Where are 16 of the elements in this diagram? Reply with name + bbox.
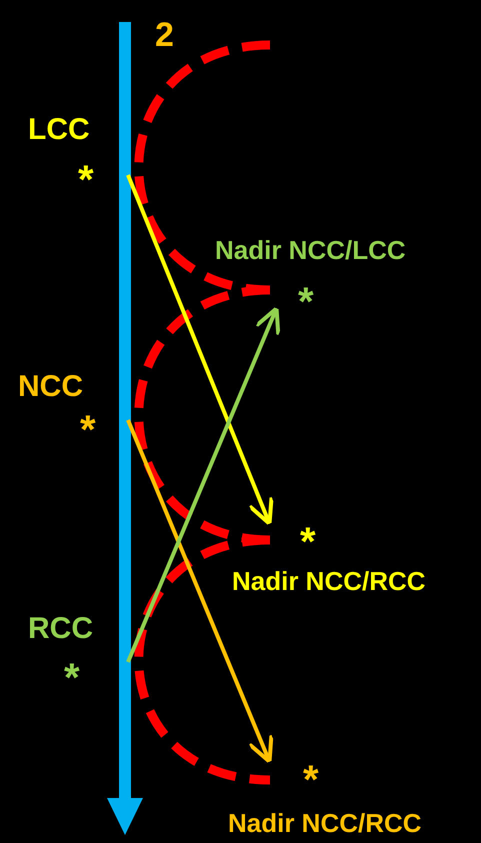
cusp-label: RCC: [28, 614, 93, 644]
arrow: [126, 174, 274, 526]
asterisk-mark: *: [64, 658, 80, 698]
asterisk-mark: *: [298, 282, 314, 322]
nadir-label: Nadir NCC/LCC: [215, 237, 406, 263]
asterisk-mark: *: [80, 410, 96, 450]
arrow: [126, 419, 274, 764]
asterisk-mark: *: [303, 760, 319, 800]
figure-number: 2: [155, 18, 174, 52]
asterisk-mark: *: [300, 522, 316, 562]
cusp-label: LCC: [28, 115, 90, 145]
nadir-label: Nadir NCC/RCC: [232, 568, 426, 594]
nadir-label: Nadir NCC/RCC: [228, 810, 422, 836]
arrow: [126, 306, 280, 663]
asterisk-mark: *: [78, 160, 94, 200]
cusp-label: NCC: [18, 372, 83, 402]
